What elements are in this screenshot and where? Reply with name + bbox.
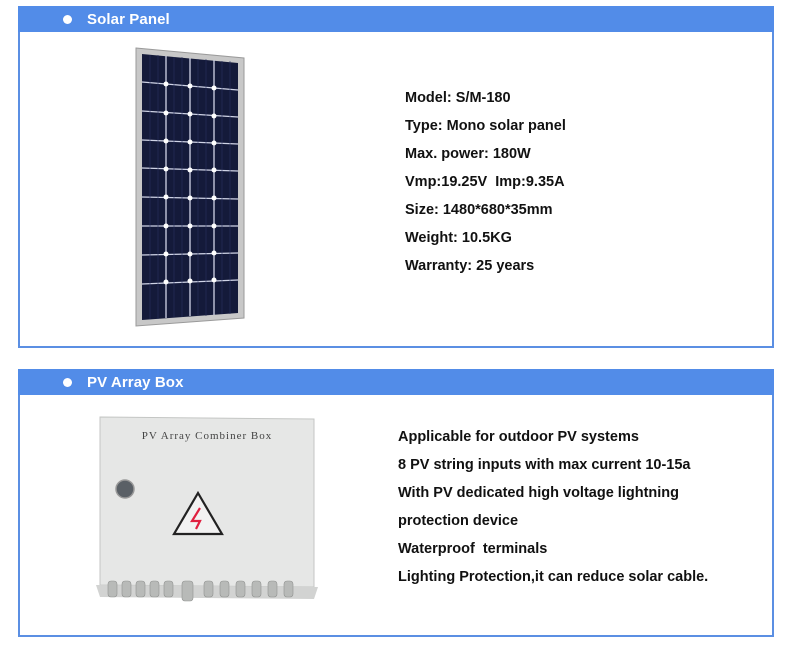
spec-max-power: Max. power: 180W bbox=[405, 146, 531, 162]
spec-list: Applicable for outdoor PV systems 8 PV s… bbox=[398, 423, 708, 591]
section-header: Solar Panel bbox=[18, 6, 774, 32]
spec-line: 8 PV string inputs with max current 10-1… bbox=[398, 457, 691, 473]
section-header: PV Array Box bbox=[18, 369, 774, 395]
solar-panel-section: Solar Panel bbox=[18, 6, 774, 348]
spec-size: Size: 1480*680*35mm bbox=[405, 202, 553, 218]
spec-type: Type: Mono solar panel bbox=[405, 118, 566, 134]
spec-line: Applicable for outdoor PV systems bbox=[398, 429, 639, 445]
box-label: PV Array Combiner Box bbox=[142, 430, 273, 442]
combiner-box-image: PV Array Combiner Box bbox=[92, 409, 322, 614]
spec-vmp-imp: Vmp:19.25V Imp:9.35A bbox=[405, 174, 565, 190]
spec-line: protection device bbox=[398, 513, 519, 529]
spec-list: Model: S/M-180 Type: Mono solar panel Ma… bbox=[405, 84, 566, 280]
section-title: PV Array Box bbox=[87, 373, 184, 391]
spec-line: Lighting Protection,it can reduce solar … bbox=[398, 569, 709, 585]
spec-model: Model: S/M-180 bbox=[405, 90, 511, 106]
spec-weight: Weight: 10.5KG bbox=[405, 230, 512, 246]
solar-panel-image bbox=[130, 42, 250, 332]
spec-line: Waterproof terminals bbox=[398, 541, 548, 557]
spec-warranty: Warranty: 25 years bbox=[405, 258, 535, 274]
section-title: Solar Panel bbox=[87, 10, 170, 28]
spec-line: With PV dedicated high voltage lightning bbox=[398, 485, 680, 501]
bullet-icon bbox=[63, 377, 72, 387]
bullet-icon bbox=[63, 14, 72, 24]
pv-array-box-section: PV Array Box PV Array Combiner Box Appli… bbox=[18, 369, 774, 637]
